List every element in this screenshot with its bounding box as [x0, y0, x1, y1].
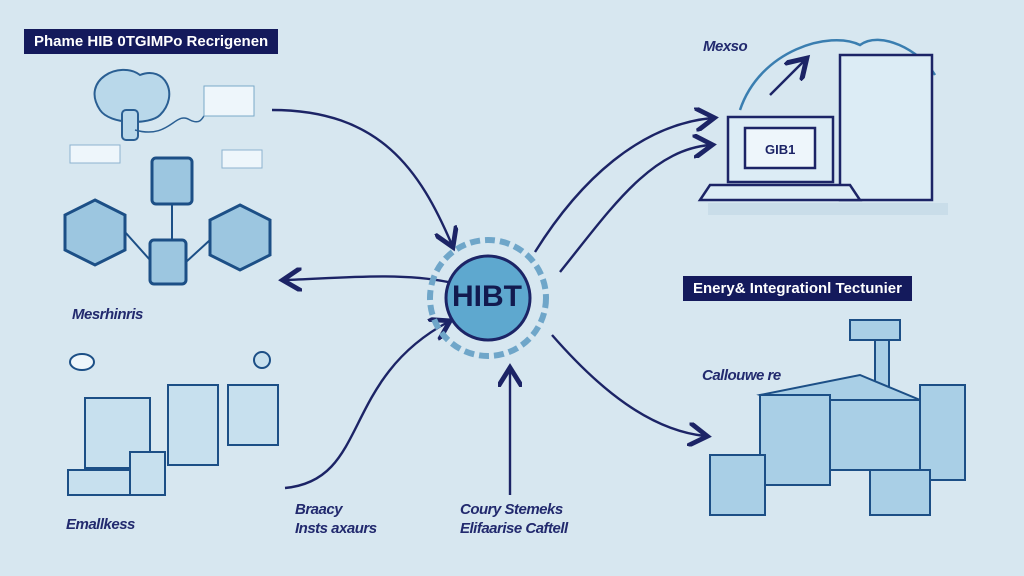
arrow-bottom-left-to-hub [284, 322, 448, 490]
label-callouwe: Callouwe re [702, 367, 781, 384]
label-meshinris: Mesrhinris [72, 306, 143, 323]
arrow-hub-to-laptop-1 [533, 118, 712, 253]
hub-node [427, 237, 549, 359]
card-icon [203, 85, 255, 117]
arrow-top-left-to-hub [271, 108, 452, 245]
arrow-hub-to-laptop-2 [559, 145, 710, 273]
label-mexso: Mexso [703, 38, 748, 55]
label-coury-line1: Coury Stemeks [460, 501, 563, 518]
label-braacy-line1: Braacy [295, 501, 343, 518]
hub-label: HIBT [452, 280, 522, 313]
tree-icon [93, 69, 171, 141]
laptop-screen-text: GIB1 [765, 142, 796, 157]
documents-illustration [67, 351, 279, 496]
label-braacy-line2: Insts axaurs [295, 520, 377, 537]
label-emailkess: Emallkess [66, 516, 135, 533]
label-coury: Coury Stemeks Elifaarise Caftell [460, 500, 568, 538]
title-banner: Phame HIB 0TGIMPo Recrigenen [24, 29, 279, 54]
hexagon-nodes [63, 156, 272, 286]
laptop-illustration [697, 38, 937, 202]
arrow-hub-to-left [285, 276, 449, 282]
factory-illustration [709, 319, 966, 516]
label-coury-line2: Elifaarise Caftell [460, 520, 568, 537]
right-section-banner: Enery& Integrationl Tectunier [683, 276, 912, 301]
label-braacy: Braacy Insts axaurs [295, 500, 377, 538]
arrow-hub-to-factory [551, 334, 705, 436]
